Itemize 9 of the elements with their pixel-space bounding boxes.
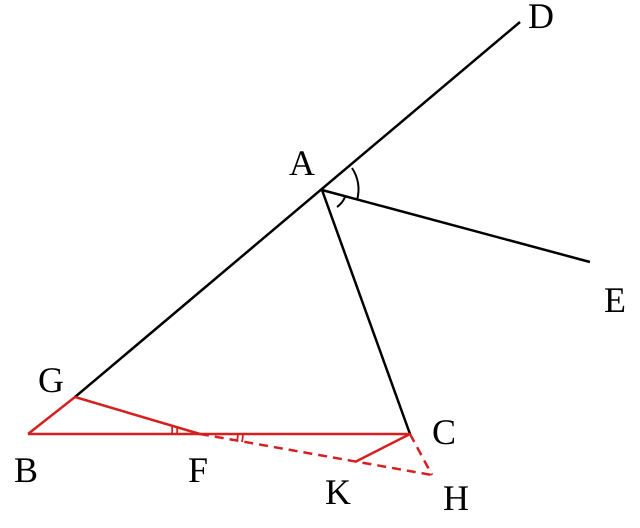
point-label: C — [432, 414, 456, 450]
point-label: A — [289, 145, 315, 181]
point-label: G — [38, 362, 64, 398]
point-label: H — [443, 480, 469, 516]
point-label: D — [528, 0, 554, 34]
point-label: E — [604, 282, 626, 318]
point-label: B — [14, 452, 38, 488]
point-label: F — [188, 452, 208, 488]
point-label: K — [325, 474, 351, 510]
